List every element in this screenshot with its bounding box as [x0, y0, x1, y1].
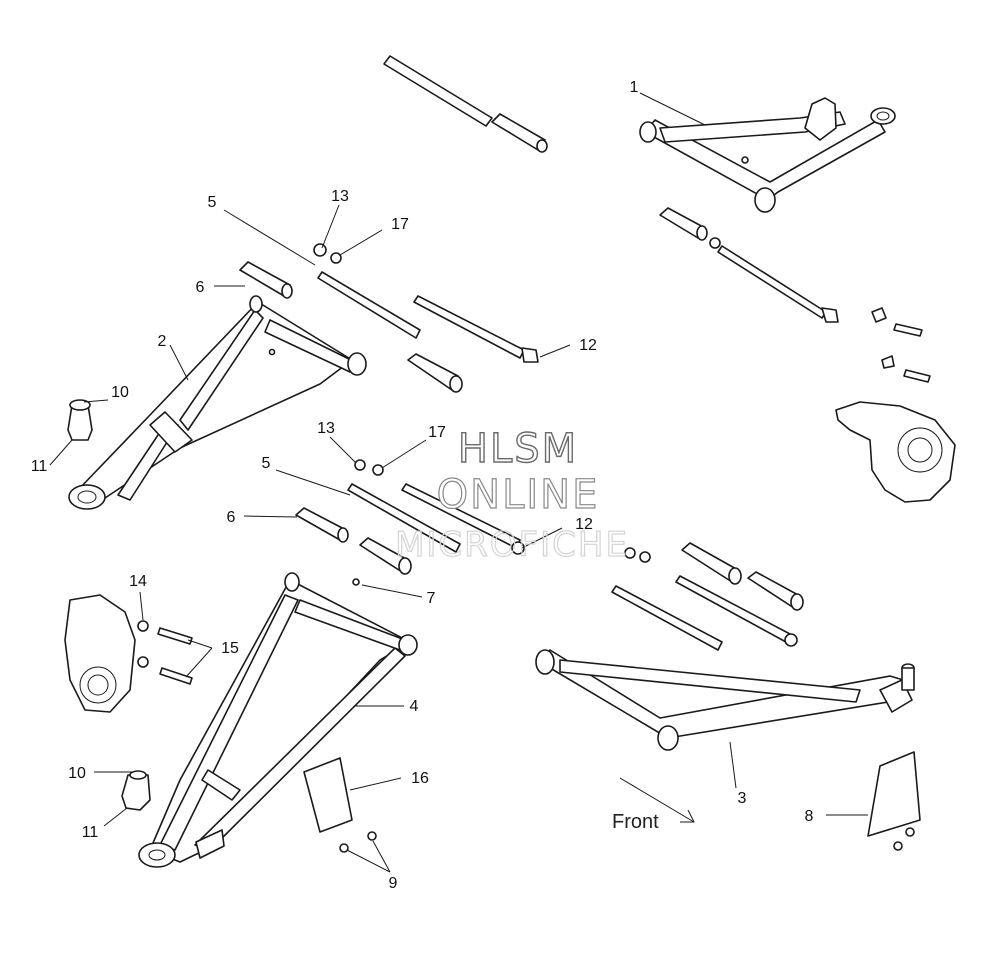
callout-3: 3 — [738, 790, 747, 807]
a-arm-upper-left — [68, 295, 367, 510]
front-label: Front — [612, 811, 659, 833]
front-arrow — [619, 777, 695, 823]
a-arm-upper-right — [639, 97, 896, 213]
callout-13-upper: 13 — [331, 188, 349, 205]
callout-12-lower: 12 — [575, 516, 593, 533]
a-arm-lower-left — [138, 572, 418, 868]
callout-11-upper: 11 — [31, 458, 48, 475]
watermark-line-3: MICROFICHE — [395, 525, 629, 565]
callout-17-lower: 17 — [428, 424, 446, 441]
steering-knuckle-right — [835, 401, 956, 503]
callout-6-upper: 6 — [196, 279, 205, 296]
callout-15: 15 — [221, 640, 239, 657]
bushing-bolt-right — [659, 207, 931, 383]
pivot-pin-top — [383, 55, 548, 153]
callout-10-upper: 10 — [111, 384, 129, 401]
watermark: HLSM ONLINE MICROFICHE — [394, 425, 629, 565]
callout-2: 2 — [158, 333, 167, 350]
bushing-lower-right — [611, 542, 804, 651]
callout-13-lower: 13 — [317, 420, 335, 437]
callouts: 1 2 3 4 5 5 6 6 7 8 9 10 10 11 11 12 12 … — [31, 79, 814, 892]
callout-6-lower: 6 — [227, 509, 236, 526]
callout-5-lower: 5 — [262, 455, 271, 472]
callout-4: 4 — [410, 698, 419, 715]
callout-11-lower: 11 — [82, 824, 99, 841]
guard-plate-right — [867, 751, 921, 851]
ball-joint-upper — [67, 399, 93, 441]
bushing-upper-left — [239, 243, 539, 393]
callout-5-upper: 5 — [208, 194, 217, 211]
callout-8: 8 — [805, 808, 814, 825]
guard-plate-left — [303, 757, 377, 853]
leader-lines — [49, 92, 868, 873]
watermark-line-2: ONLINE — [437, 472, 600, 518]
callout-12-upper: 12 — [579, 337, 597, 354]
callout-9: 9 — [389, 875, 398, 892]
steering-knuckle-left — [64, 594, 193, 713]
callout-10-lower: 10 — [68, 765, 86, 782]
callout-7: 7 — [427, 590, 436, 607]
a-arm-lower-right — [535, 649, 915, 751]
callout-14: 14 — [129, 573, 147, 590]
ball-joint-lower — [121, 770, 151, 811]
callout-16: 16 — [411, 770, 429, 787]
callout-1: 1 — [630, 79, 639, 96]
pivot-pins-middle — [295, 459, 525, 586]
callout-17-upper: 17 — [391, 216, 409, 233]
watermark-line-1: HLSM — [458, 426, 578, 472]
